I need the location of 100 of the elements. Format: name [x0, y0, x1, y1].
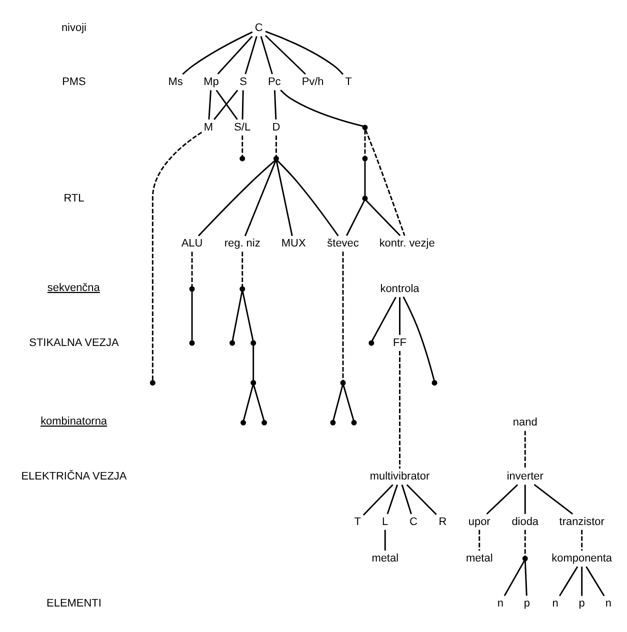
node-text: metal — [466, 552, 493, 564]
label: ELEKTRIČNA VEZJA — [21, 470, 127, 482]
connector — [265, 30, 344, 75]
node-text: p — [524, 598, 530, 610]
connector — [342, 385, 354, 420]
connector — [252, 346, 254, 380]
label: STIKALNA VEZJA — [29, 336, 119, 349]
connector — [384, 530, 386, 551]
node-dot — [189, 286, 195, 292]
connector — [217, 36, 253, 75]
connector — [364, 130, 366, 156]
connector — [346, 200, 365, 236]
node-dot — [330, 420, 336, 426]
node-dot — [189, 340, 195, 346]
node-dot — [522, 556, 528, 562]
node-text: R — [438, 516, 447, 528]
connector — [524, 530, 526, 556]
connector — [366, 200, 401, 236]
connector — [232, 292, 243, 341]
label: PMS — [62, 76, 86, 88]
connector — [524, 560, 528, 596]
node-text: C — [254, 22, 263, 34]
connector — [342, 252, 344, 380]
node-text: L — [382, 516, 388, 528]
connector — [559, 566, 578, 596]
connector — [401, 484, 412, 514]
connector — [182, 31, 253, 75]
connector — [399, 351, 400, 469]
connector — [364, 161, 366, 196]
node-text: metal — [372, 552, 399, 564]
node-text: T — [345, 76, 352, 88]
node-text: upor — [468, 516, 490, 528]
node-text: števec — [327, 238, 359, 250]
node-text: D — [272, 121, 280, 134]
node-dot — [250, 380, 256, 386]
connector — [274, 90, 277, 120]
connector — [208, 90, 212, 120]
node-dot — [368, 340, 374, 346]
node-text: ALU — [181, 238, 203, 250]
node-text: dioda — [512, 516, 539, 528]
connector — [524, 430, 526, 469]
node-dot — [262, 420, 268, 426]
node-dot — [432, 380, 438, 386]
connector — [402, 296, 435, 381]
node-dot — [340, 380, 346, 386]
connector — [386, 484, 398, 514]
connector — [260, 36, 273, 74]
connector — [371, 296, 396, 342]
node-dot — [250, 340, 256, 346]
node-text: kontrola — [380, 282, 420, 295]
connector — [191, 252, 193, 286]
node-text: multivibrator — [370, 470, 430, 482]
node-text: MUX — [281, 238, 306, 250]
connector — [534, 484, 574, 514]
label: ELEMENTI — [46, 598, 102, 610]
node-text: Ms — [168, 76, 183, 88]
connector — [242, 292, 254, 341]
node-text: reg. niz — [224, 238, 260, 250]
connector — [242, 252, 244, 286]
connector — [253, 385, 265, 420]
node-text: n — [497, 598, 504, 610]
connector — [581, 530, 583, 551]
connector — [586, 566, 605, 596]
node-text: inverter — [506, 470, 544, 482]
connector — [244, 36, 258, 74]
connector — [244, 160, 276, 236]
node-text: nand — [512, 416, 538, 428]
node-text: Mp — [204, 76, 219, 88]
node-dot — [273, 156, 279, 162]
connector — [198, 160, 276, 236]
node-dot — [362, 196, 368, 202]
connector — [581, 566, 583, 596]
node-text: Pc — [268, 76, 281, 88]
connector — [275, 135, 277, 156]
node-dot — [351, 420, 357, 426]
node-text: M — [204, 121, 214, 134]
node-dot — [362, 124, 368, 130]
node-dot — [230, 340, 236, 346]
node-text: n — [552, 598, 558, 610]
connector — [276, 160, 293, 236]
node-text: S — [240, 76, 247, 88]
node-dot — [240, 420, 246, 426]
connector — [152, 132, 202, 380]
connector — [242, 135, 244, 156]
connector — [524, 484, 526, 514]
node-text: kontr. vezje — [379, 238, 435, 250]
node-text: C — [410, 516, 418, 528]
node-dot — [362, 156, 368, 162]
node-dot — [240, 286, 246, 292]
connector — [364, 130, 406, 236]
node-text: FF — [393, 336, 406, 349]
label: RTL — [64, 192, 84, 204]
connector — [264, 34, 306, 75]
connector — [478, 530, 480, 551]
node-text: tranzistor — [559, 516, 604, 528]
node-text: S/L — [234, 121, 251, 134]
connector — [486, 484, 518, 514]
label: kombinatorna — [40, 416, 108, 428]
connector — [504, 560, 525, 596]
connector — [280, 90, 364, 127]
